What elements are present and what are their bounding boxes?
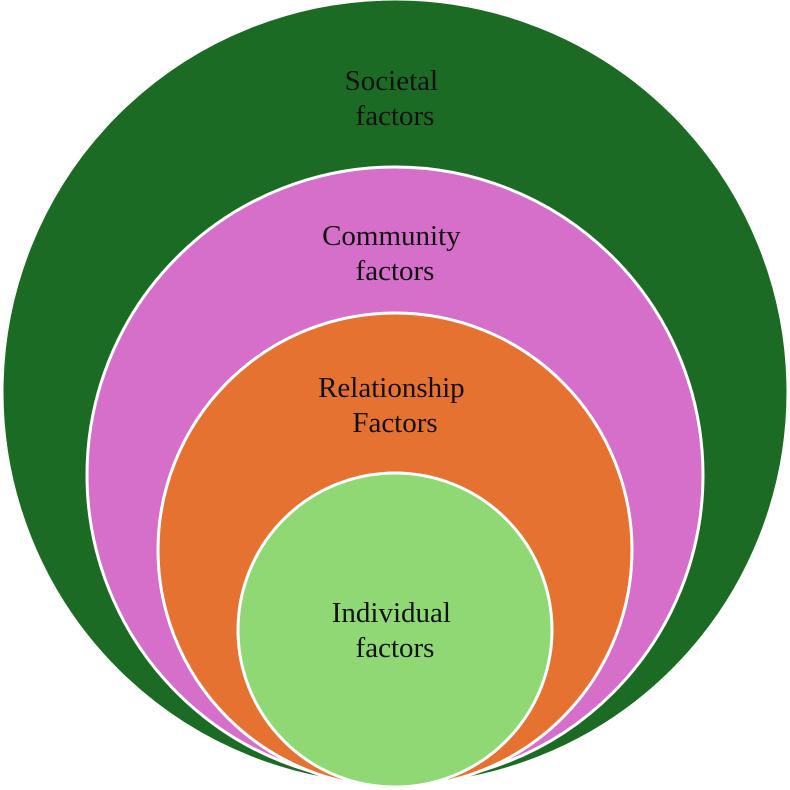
ring-relationship-label-line-1: Relationship: [318, 372, 465, 404]
ring-societal-label-line-2: factors: [356, 100, 435, 132]
ring-community-label-line-2: factors: [356, 255, 435, 287]
ring-individual-label-line-1: Individual: [332, 597, 451, 629]
ring-community-label-line-1: Community: [322, 220, 461, 252]
ring-societal-label: Societal factors: [345, 65, 446, 132]
ring-community-label: Community factors: [322, 220, 468, 287]
ring-relationship-label-line-2: Factors: [352, 407, 437, 439]
ring-individual-circle: [236, 471, 554, 789]
ring-individual-label-line-2: factors: [356, 632, 435, 664]
ring-individual-label: Individual factors: [332, 597, 458, 664]
ring-relationship-label: Relationship Factors: [318, 372, 472, 439]
ring-individual: Individual factors: [236, 471, 554, 789]
ring-societal-label-line-1: Societal: [345, 65, 438, 97]
